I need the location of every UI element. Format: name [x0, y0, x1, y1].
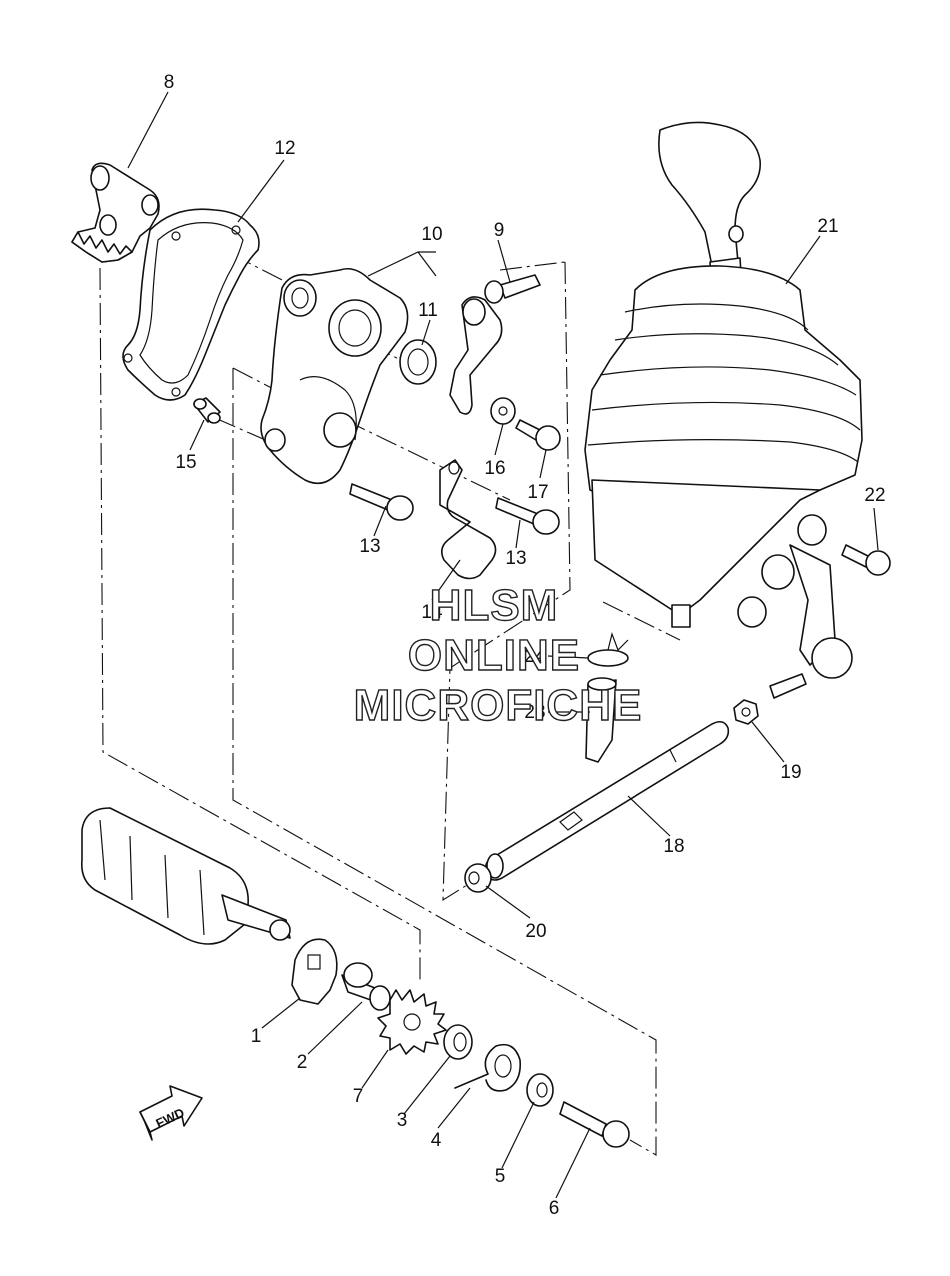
callout-10: 10	[421, 224, 442, 245]
part-15-dowel-pin	[193, 397, 221, 424]
part-6-bolt	[559, 1101, 630, 1148]
fwd-arrow-icon: FWD	[139, 1085, 203, 1141]
shift-drum	[80, 807, 291, 945]
callout-7: 7	[353, 1086, 364, 1107]
part-9-bolt-lever	[449, 274, 541, 415]
callout-23: 23	[524, 702, 545, 723]
part-16-washer	[490, 397, 516, 425]
part-14-clip	[439, 459, 497, 580]
callout-21: 21	[817, 216, 838, 237]
callout-2: 2	[297, 1052, 308, 1073]
callout-5: 5	[495, 1166, 506, 1187]
callout-8: 8	[164, 72, 175, 93]
watermark-line-1: HLSM	[430, 581, 559, 630]
watermark: HLSM ONLINE MICROFICHE	[353, 580, 643, 730]
part-22-bolt	[841, 544, 891, 576]
callout-3: 3	[397, 1110, 408, 1131]
callout-22: 22	[864, 485, 885, 506]
part-5-washer	[526, 1073, 554, 1107]
part-24-clip	[587, 631, 629, 667]
callout-13-left: 13	[359, 536, 380, 557]
part-13-bolt-right	[495, 497, 560, 535]
callout-11: 11	[418, 300, 438, 321]
callout-4: 4	[431, 1130, 442, 1151]
part-1-segment	[291, 938, 338, 1005]
callout-16: 16	[484, 458, 505, 479]
part-13-bolt-left	[349, 483, 414, 521]
callout-14: 14	[421, 602, 443, 623]
part-2-collar	[341, 962, 391, 1011]
part-17-bolt	[515, 419, 561, 451]
callout-20: 20	[525, 921, 546, 942]
callout-13-right: 13	[505, 548, 526, 569]
callout-12: 12	[274, 138, 295, 159]
part-20-seal	[464, 863, 492, 893]
part-19-nut	[733, 699, 759, 725]
callout-15: 15	[175, 452, 196, 473]
part-4-spring	[454, 1043, 522, 1092]
callout-9: 9	[494, 220, 505, 241]
leader-lines	[127, 91, 879, 1199]
part-8-shift-arm	[71, 162, 160, 263]
watermark-line-3: MICROFICHE	[354, 681, 643, 730]
part-23-collar	[585, 677, 617, 763]
part-12-gasket	[122, 208, 260, 401]
callout-1: 1	[251, 1026, 262, 1047]
callout-6: 6	[549, 1198, 560, 1219]
part-21-shift-lever-assembly	[584, 121, 863, 699]
part-10-cover	[260, 267, 409, 485]
callout-19: 19	[780, 762, 801, 783]
watermark-line-2: ONLINE	[408, 631, 580, 680]
part-18-shift-shaft	[484, 720, 730, 881]
part-11-oil-seal	[399, 339, 437, 385]
callout-labels: 1 2 3 4 5 6 7 8 9 10 11 12 13 13 14 15 1…	[164, 72, 886, 1219]
callout-24: 24	[524, 646, 546, 667]
part-3-washer	[443, 1024, 473, 1060]
callout-17: 17	[527, 482, 548, 503]
part-7-star-wheel	[377, 989, 447, 1055]
callout-18: 18	[663, 836, 684, 857]
